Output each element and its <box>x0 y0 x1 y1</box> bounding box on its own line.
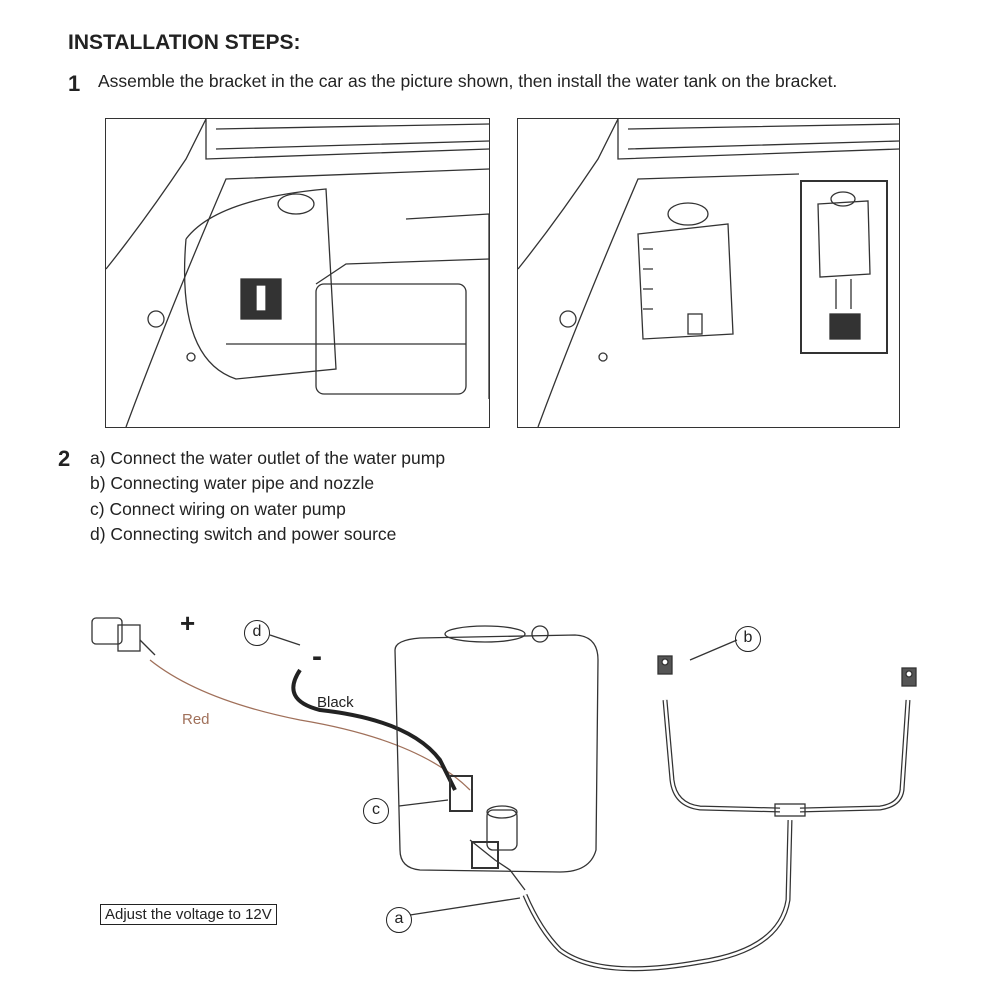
red-wire <box>149 659 471 791</box>
step-2-item-c: c) Connect wiring on water pump <box>90 499 346 519</box>
step-1-number: 1 <box>68 71 81 96</box>
callout-b: b <box>735 626 761 652</box>
callout-a: a <box>386 907 412 933</box>
nozzle-right-icon <box>901 667 917 687</box>
nozzle-left-icon <box>657 655 673 675</box>
voltage-note: Adjust the voltage to 12V <box>100 904 277 925</box>
bracket-install-illustration <box>105 118 490 428</box>
callout-c: c <box>363 798 389 824</box>
page-title: INSTALLATION STEPS: <box>68 31 301 54</box>
callout-d: d <box>244 620 270 646</box>
step-2-item-b: b) Connecting water pipe and nozzle <box>90 473 375 493</box>
positive-label: + <box>180 608 196 638</box>
t-connector <box>774 803 806 817</box>
black-wire <box>291 668 457 791</box>
switch-icon <box>91 617 156 656</box>
water-tank <box>394 625 599 873</box>
red-wire-label: Red <box>182 711 210 728</box>
step-2-item-a: a) Connect the water outlet of the water… <box>90 448 446 468</box>
black-wire-label: Black <box>317 694 354 711</box>
step-1-text: Assemble the bracket in the car as the p… <box>98 71 838 91</box>
step-2-number: 2 <box>58 446 71 471</box>
water-pump-connector <box>449 775 526 891</box>
negative-label: - <box>312 640 322 673</box>
tank-install-illustration <box>517 118 900 428</box>
step-2-item-d: d) Connecting switch and power source <box>90 524 397 544</box>
